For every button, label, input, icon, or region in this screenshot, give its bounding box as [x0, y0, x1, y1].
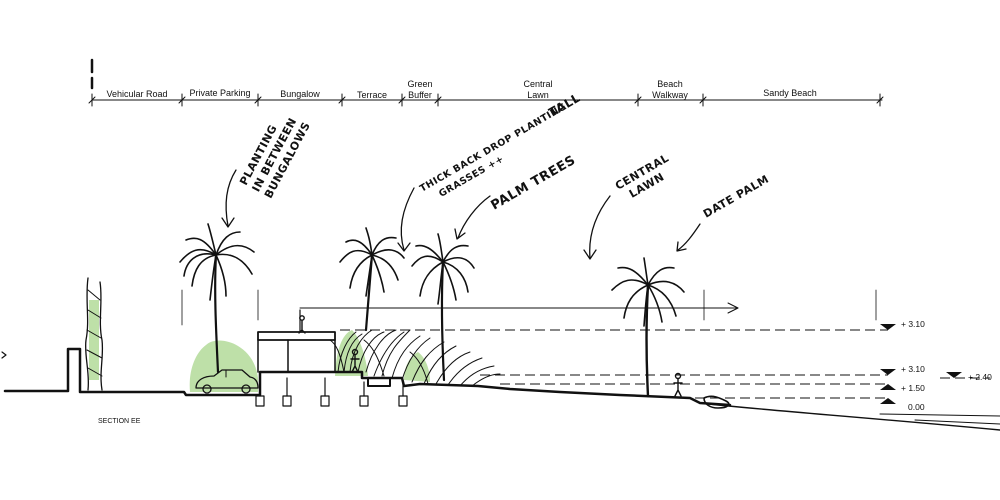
annotation-backdrop-tall: TALL [546, 91, 582, 120]
palm-tree-3 [411, 233, 475, 382]
level-label-lower: + 1.50 [901, 383, 925, 393]
zone-bungalow: Bungalow [280, 89, 320, 99]
level-lines: + 3.10 + 3.10 + 1.50 + 2.40 0.00 [181, 289, 992, 412]
zone-beach-walkway-line1: Beach [657, 79, 683, 89]
section-label: SECTION EE [98, 418, 141, 425]
parked-car [195, 369, 259, 394]
annotation-date-palm-text: DATE PALM [701, 173, 771, 221]
person-figures [298, 315, 683, 397]
zone-dimension-strip: Vehicular Road Private Parking Bungalow … [88, 58, 884, 107]
palm-tree-2 [339, 227, 405, 332]
zone-private-parking: Private Parking [189, 88, 250, 98]
annotation-palm-trees: PALM TREES [454, 153, 578, 240]
annotation-central-lawn: CENTRAL LAWN [583, 151, 671, 260]
zone-central-lawn-line2: Lawn [527, 90, 549, 100]
zone-central-lawn-line1: Central [523, 79, 552, 89]
site-ground-line [1, 277, 1000, 431]
zone-green-buffer-line1: Green [407, 79, 432, 89]
zone-terrace: Terrace [357, 90, 387, 100]
palm-tree-4-date-palm [611, 257, 685, 398]
bungalow-structure [255, 309, 408, 407]
zone-vehicular-road: Vehicular Road [106, 89, 167, 99]
level-label-mid: + 3.10 [901, 364, 925, 374]
zone-beach-walkway-line2: Walkway [652, 90, 688, 100]
level-label-side: + 2.40 [968, 372, 992, 382]
level-label-ground: 0.00 [908, 402, 925, 412]
tall-grasses [329, 329, 501, 387]
annotation-date-palm: DATE PALM [676, 173, 771, 252]
level-label-upper: + 3.10 [901, 319, 925, 329]
zone-sandy-beach: Sandy Beach [763, 88, 817, 98]
zone-green-buffer-line2: Buffer [408, 90, 432, 100]
annotation-planting: PLANTING IN BETWEEN BUNGALOWS [221, 116, 313, 228]
palm-tree-1 [179, 223, 255, 374]
